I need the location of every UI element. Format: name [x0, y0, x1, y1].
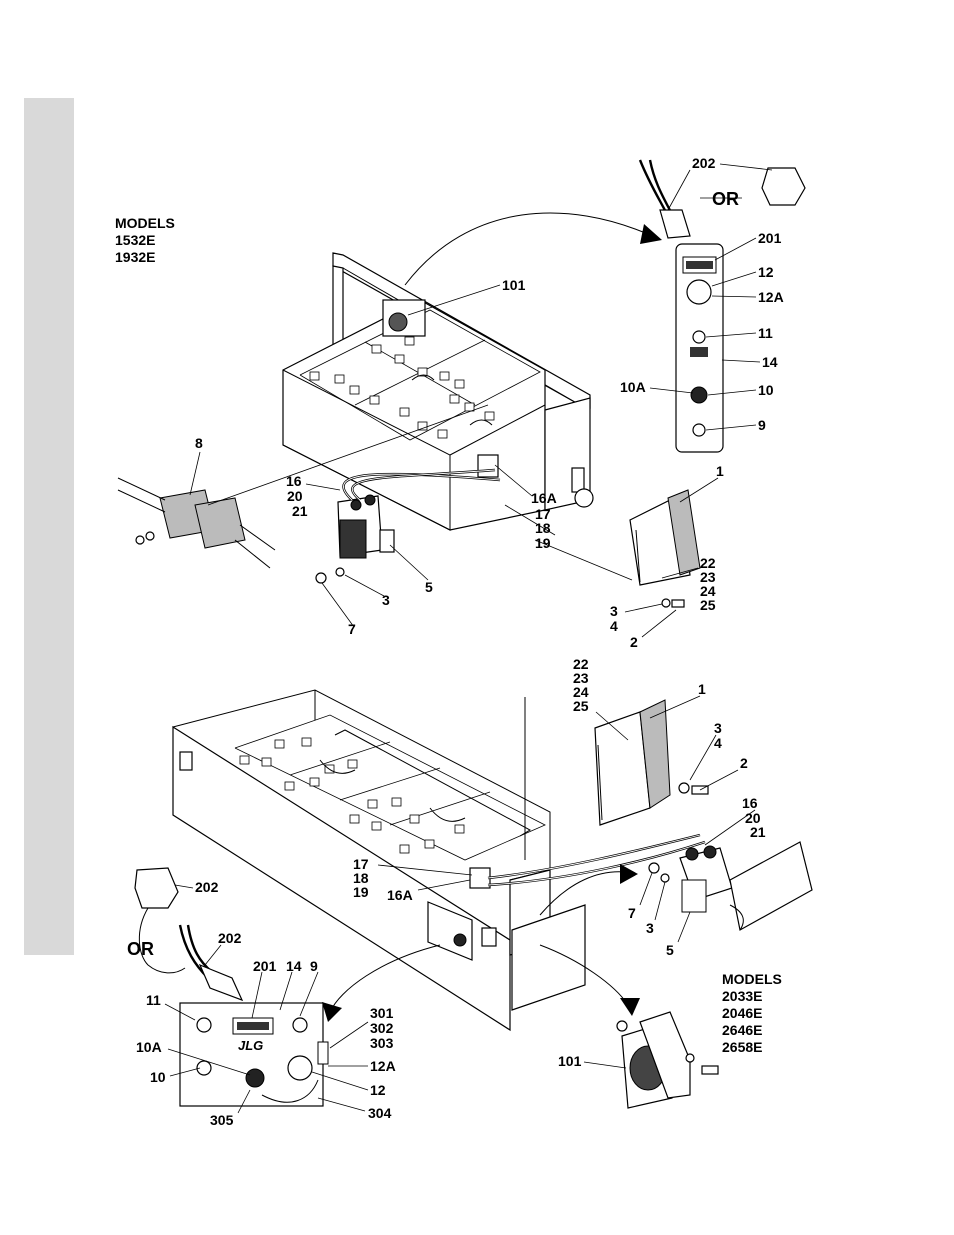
bottom-callout-5: 5 — [666, 942, 674, 958]
top-curved-arrow — [405, 213, 650, 285]
bottom-callout-302: 302 — [370, 1020, 394, 1036]
top-callout-11: 11 — [758, 325, 773, 341]
top-assembly: MODELS 1532E 1932E — [115, 155, 805, 650]
bottom-callout-21: 21 — [750, 824, 766, 840]
bottom-callout-25: 25 — [573, 698, 589, 714]
top-connector-8 — [118, 478, 275, 568]
top-callout-10: 10 — [758, 382, 774, 398]
bottom-connector-16a — [470, 868, 490, 888]
bottom-fan-101 — [617, 1012, 718, 1108]
bottom-callout-1: 1 — [698, 681, 706, 697]
bottom-plug-adapter — [135, 868, 178, 908]
bottom-callout-101: 101 — [558, 1053, 582, 1069]
bottom-callout-202a: 202 — [195, 879, 219, 895]
bottom-controller-1 — [525, 697, 670, 860]
top-plug-adapter — [762, 168, 805, 205]
bottom-callout-12a: 12A — [370, 1058, 396, 1074]
top-control-panel — [676, 244, 723, 452]
top-callout-101: 101 — [502, 277, 526, 293]
top-callout-2: 2 — [630, 634, 638, 650]
top-callout-202: 202 — [692, 155, 716, 171]
top-or-label: OR — [712, 189, 739, 209]
bottom-callout-301: 301 — [370, 1005, 394, 1021]
top-callout-21: 21 — [292, 503, 308, 519]
bottom-callout-201: 201 — [253, 958, 277, 974]
bottom-model-2046e: 2046E — [722, 1005, 762, 1021]
bottom-model-2033e: 2033E — [722, 988, 762, 1004]
bottom-callout-3: 3 — [714, 720, 722, 736]
top-callout-1: 1 — [716, 463, 724, 479]
top-model-1932e: 1932E — [115, 249, 155, 265]
top-callout-25: 25 — [700, 597, 716, 613]
bottom-assembly: JLG OR — [127, 656, 812, 1128]
bottom-callout-19: 19 — [353, 884, 369, 900]
bottom-callout-10a: 10A — [136, 1039, 162, 1055]
bottom-callout-305: 305 — [210, 1112, 234, 1128]
bottom-chassis — [173, 690, 585, 1030]
top-callout-19: 19 — [535, 535, 551, 551]
bottom-callout-14: 14 — [286, 958, 302, 974]
bottom-callout-304: 304 — [368, 1105, 392, 1121]
bottom-callout-303: 303 — [370, 1035, 394, 1051]
top-contactor-5 — [338, 495, 394, 558]
bottom-callout-3b: 3 — [646, 920, 654, 936]
bottom-model-2658e: 2658E — [722, 1039, 762, 1055]
bottom-callout-16a: 16A — [387, 887, 413, 903]
top-callout-12a: 12A — [758, 289, 784, 305]
top-callout-16a: 16A — [531, 490, 557, 506]
top-callout-20: 20 — [287, 488, 303, 504]
bottom-callout-12: 12 — [370, 1082, 386, 1098]
jlg-logo: JLG — [238, 1038, 263, 1053]
bottom-callout-16: 16 — [742, 795, 758, 811]
bottom-models-heading: MODELS — [722, 971, 782, 987]
top-callout-8: 8 — [195, 435, 203, 451]
top-callout-10a: 10A — [620, 379, 646, 395]
bottom-control-panel: JLG — [180, 1003, 328, 1106]
bottom-model-2646e: 2646E — [722, 1022, 762, 1038]
bottom-callout-4: 4 — [714, 735, 722, 751]
top-callout-12: 12 — [758, 264, 774, 280]
bottom-callout-202b: 202 — [218, 930, 242, 946]
top-callout-3: 3 — [382, 592, 390, 608]
top-callout-18: 18 — [535, 520, 551, 536]
bottom-contactor-5 — [680, 842, 812, 930]
top-callout-4: 4 — [610, 618, 618, 634]
top-callout-14: 14 — [762, 354, 778, 370]
top-models-heading: MODELS — [115, 215, 175, 231]
top-callout-16: 16 — [286, 473, 302, 489]
top-callout-201: 201 — [758, 230, 782, 246]
bottom-callout-9: 9 — [310, 958, 318, 974]
top-callout-9: 9 — [758, 417, 766, 433]
bottom-callout-2: 2 — [740, 755, 748, 771]
top-model-1532e: 1532E — [115, 232, 155, 248]
top-callout-3b: 3 — [610, 603, 618, 619]
bottom-callout-7: 7 — [628, 905, 636, 921]
bottom-callout-11: 11 — [146, 992, 161, 1008]
bottom-callout-10: 10 — [150, 1069, 166, 1085]
top-callout-5: 5 — [425, 579, 433, 595]
top-callout-7: 7 — [348, 621, 356, 637]
